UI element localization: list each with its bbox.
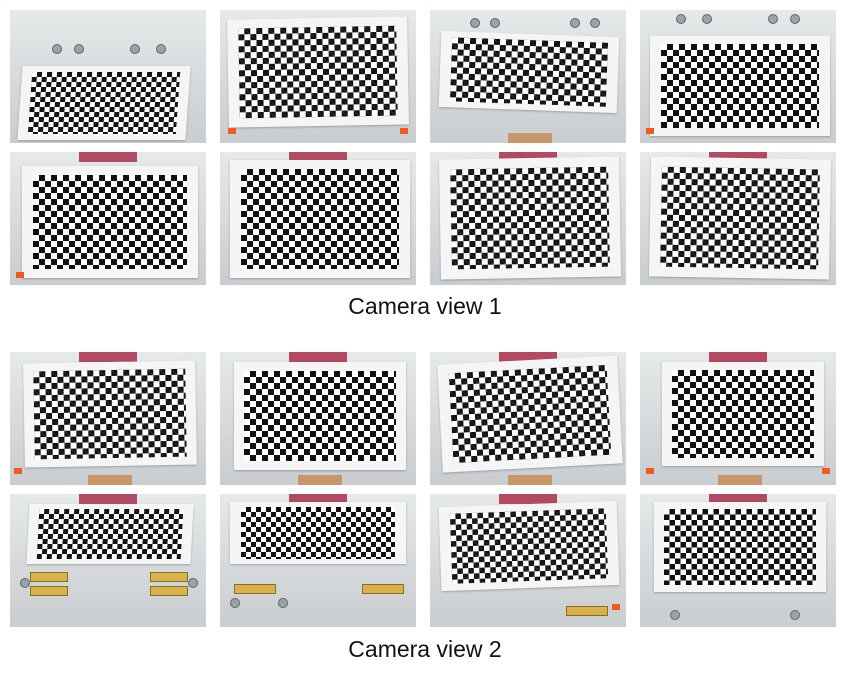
calibration-photo [220,10,416,143]
calibration-photo [640,352,836,485]
calibration-photo [10,10,206,143]
calibration-photo [640,152,836,285]
calibration-photo [430,352,626,485]
calibration-photo [10,352,206,485]
calibration-photo [430,10,626,143]
calibration-photo [640,494,836,627]
calibration-photo [220,494,416,627]
calibration-photo [640,10,836,143]
camera-view-1-grid [10,10,836,285]
calibration-photo [10,152,206,285]
calibration-photo [220,152,416,285]
calibration-photo [220,352,416,485]
calibration-photo [10,494,206,627]
calibration-photo [430,494,626,627]
calibration-photo [430,152,626,285]
camera-view-2-grid [10,352,836,627]
camera-view-2-caption: Camera view 2 [348,636,502,662]
camera-view-1-caption: Camera view 1 [348,293,502,319]
